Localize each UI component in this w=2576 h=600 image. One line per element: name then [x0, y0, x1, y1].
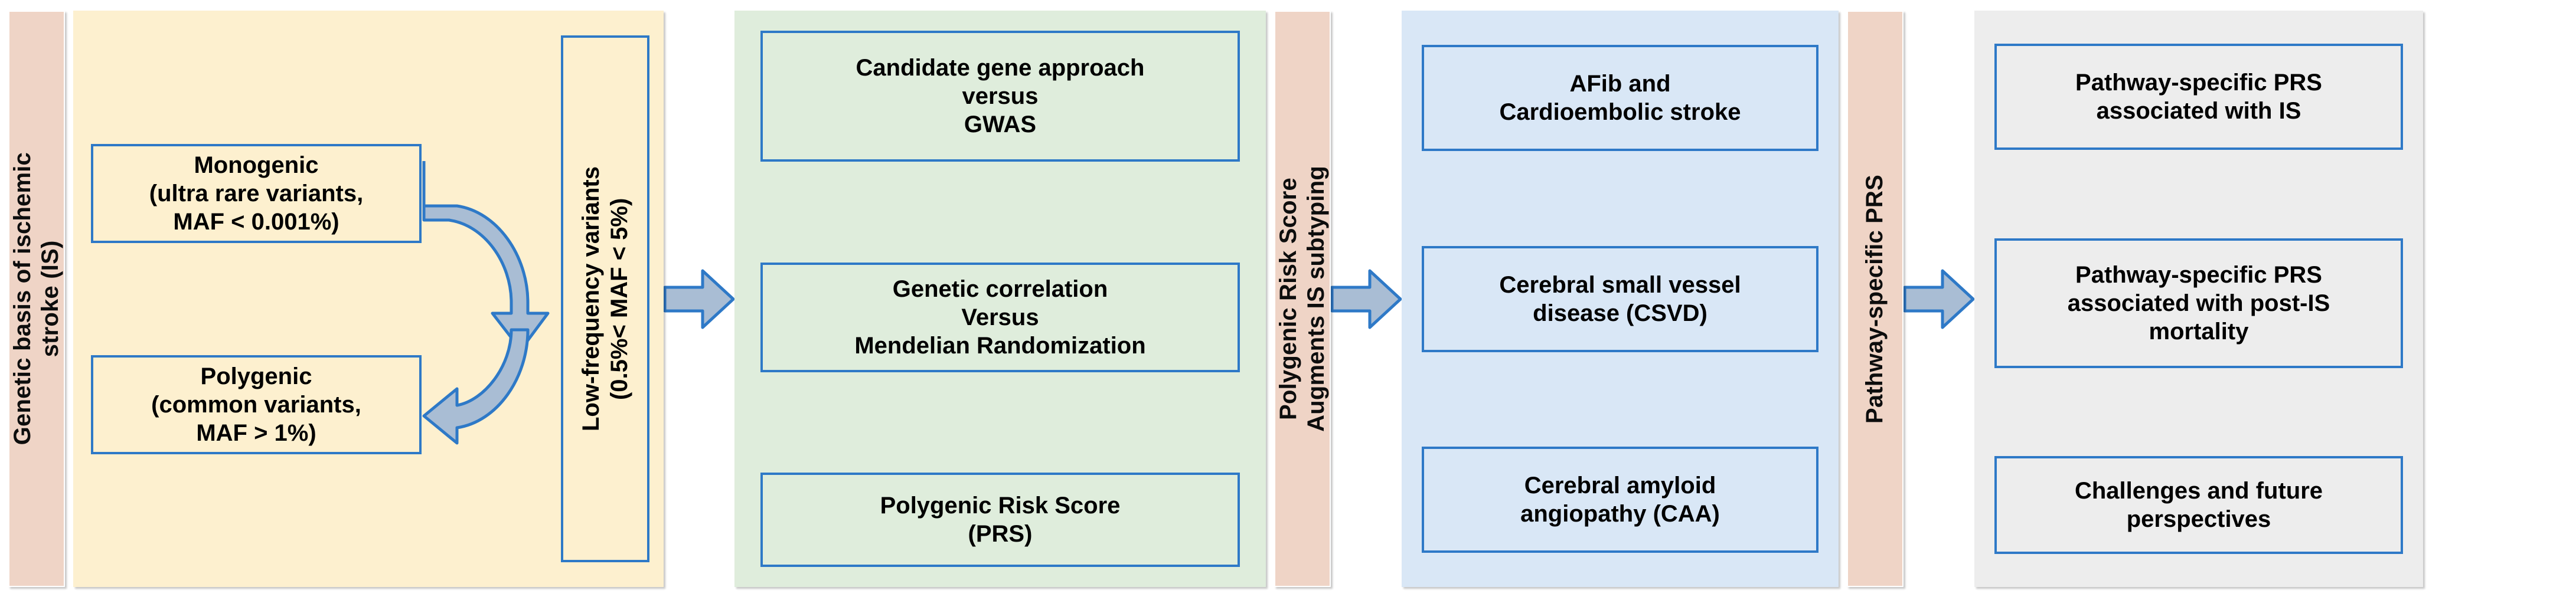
box-genetic-correlation-vs-mr[interactable]: Genetic correlation Versus Mendelian Ran… — [760, 262, 1240, 372]
right-arrow-icon — [1331, 269, 1402, 329]
panel-stroke-subtypes: AFib and Cardioembolic stroke Cerebral s… — [1402, 11, 1839, 587]
arrow-genetics-to-methods — [664, 11, 734, 587]
gap-2 — [1266, 11, 1274, 587]
box-candidate-gene-vs-gwas[interactable]: Candidate gene approach versus GWAS — [760, 31, 1240, 162]
section-label-pathway-specific-prs-text: Pathway-specific PRS — [1862, 174, 1888, 424]
section-label-pathway-specific-prs: Pathway-specific PRS — [1847, 11, 1904, 587]
box-monogenic[interactable]: Monogenic (ultra rare variants, MAF < 0.… — [91, 143, 422, 243]
box-pathway-prs-post-is-mortality[interactable]: Pathway-specific PRS associated with pos… — [1994, 238, 2403, 368]
box-low-frequency-variants[interactable]: Low-frequency variants (0.5%< MAF < 5%) — [561, 35, 649, 562]
box-polygenic-risk-score[interactable]: Polygenic Risk Score (PRS) — [760, 473, 1240, 567]
gap-1 — [65, 11, 73, 587]
section-label-genetic-basis-text: Genetic basis of ischemic stroke (IS) — [9, 152, 63, 445]
arrow-pathway-to-outcomes — [1904, 11, 1974, 587]
box-low-frequency-variants-text: Low-frequency variants (0.5%< MAF < 5%) — [578, 166, 632, 431]
panel-genetic-architecture: Monogenic (ultra rare variants, MAF < 0.… — [73, 11, 664, 587]
low-frequency-variants-column: Low-frequency variants (0.5%< MAF < 5%) — [561, 35, 649, 562]
box-afib-cardioembolic-stroke[interactable]: AFib and Cardioembolic stroke — [1422, 45, 1818, 151]
section-label-prs-subtyping-text: Polygenic Risk Score Augments IS subtypi… — [1275, 166, 1329, 432]
section-label-genetic-basis: Genetic basis of ischemic stroke (IS) — [8, 11, 65, 587]
right-arrow-icon — [664, 269, 734, 329]
panel-analytic-methods: Candidate gene approach versus GWAS Gene… — [734, 11, 1266, 587]
box-cerebral-small-vessel-disease[interactable]: Cerebral small vessel disease (CSVD) — [1422, 245, 1818, 352]
arrow-methods-to-subtyping — [1331, 11, 1402, 587]
section-label-prs-subtyping: Polygenic Risk Score Augments IS subtypi… — [1274, 11, 1331, 587]
genetic-architecture-box-column: Monogenic (ultra rare variants, MAF < 0.… — [91, 11, 422, 587]
right-arrow-icon — [1904, 269, 1974, 329]
box-challenges-and-future-perspectives[interactable]: Challenges and future perspectives — [1994, 456, 2403, 554]
gap-3 — [1839, 11, 1847, 587]
panel-outcomes-and-perspectives: Pathway-specific PRS associated with IS … — [1974, 11, 2423, 587]
box-polygenic[interactable]: Polygenic (common variants, MAF > 1%) — [91, 355, 422, 454]
circular-double-arrow-icon — [422, 161, 550, 445]
box-pathway-prs-associated-with-is[interactable]: Pathway-specific PRS associated with IS — [1994, 44, 2403, 150]
box-cerebral-amyloid-angiopathy[interactable]: Cerebral amyloid angiopathy (CAA) — [1422, 447, 1818, 553]
